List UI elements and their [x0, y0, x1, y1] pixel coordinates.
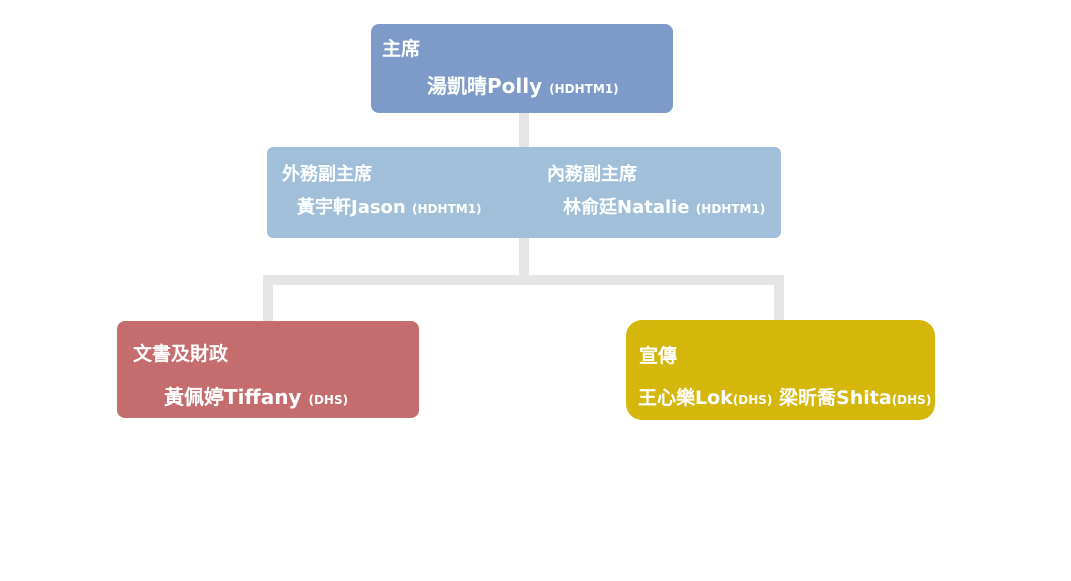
- external-vice-chair-person-affiliation: (HDHTM1): [412, 202, 482, 216]
- publicity-person2-name: 梁昕喬Shita: [779, 387, 892, 409]
- publicity-person1-name: 王心樂Lok: [638, 387, 733, 409]
- chair-person: 湯凱晴Polly (HDHTM1): [427, 70, 619, 99]
- publicity-role-label: 宣傳: [639, 345, 678, 367]
- connector-horizontal-bar: [263, 275, 784, 285]
- internal-vice-chair-role-label: 內務副主席: [547, 164, 637, 185]
- publicity-members: 王心樂Lok(DHS) 梁昕喬Shita(DHS): [638, 383, 931, 410]
- publicity-box: 宣傳 王心樂Lok(DHS) 梁昕喬Shita(DHS): [626, 320, 935, 420]
- vice-chairs-box: 外務副主席 黃宇軒Jason (HDHTM1) 內務副主席 林俞廷Natalie…: [267, 147, 781, 238]
- chair-person-name: 湯凱晴Polly: [427, 74, 543, 98]
- chair-box: 主席 湯凱晴Polly (HDHTM1): [371, 24, 673, 113]
- connector-left-branch: [263, 275, 273, 322]
- secretary-finance-person-affiliation: (DHS): [308, 393, 349, 407]
- connector-chair-to-vice: [519, 112, 529, 148]
- internal-vice-chair-person: 林俞廷Natalie (HDHTM1): [563, 193, 765, 219]
- internal-vice-chair-person-affiliation: (HDHTM1): [695, 202, 766, 216]
- external-vice-chair-role-label: 外務副主席: [282, 164, 372, 185]
- publicity-person2-affiliation: (DHS): [891, 393, 932, 407]
- publicity-person1-affiliation: (DHS): [732, 393, 773, 407]
- internal-vice-chair-person-name: 林俞廷Natalie: [563, 197, 690, 218]
- external-vice-chair-person: 黃宇軒Jason (HDHTM1): [297, 193, 482, 219]
- external-vice-chair-person-name: 黃宇軒Jason: [297, 197, 406, 218]
- secretary-finance-box: 文書及財政 黃佩婷Tiffany (DHS): [117, 321, 419, 418]
- chair-person-affiliation: (HDHTM1): [549, 82, 619, 96]
- connector-right-branch: [774, 275, 784, 321]
- connector-vice-down: [519, 237, 529, 279]
- secretary-finance-role-label: 文書及財政: [133, 343, 229, 365]
- chair-role-label: 主席: [382, 38, 421, 60]
- secretary-finance-person: 黃佩婷Tiffany (DHS): [164, 381, 348, 410]
- secretary-finance-person-name: 黃佩婷Tiffany: [164, 385, 302, 409]
